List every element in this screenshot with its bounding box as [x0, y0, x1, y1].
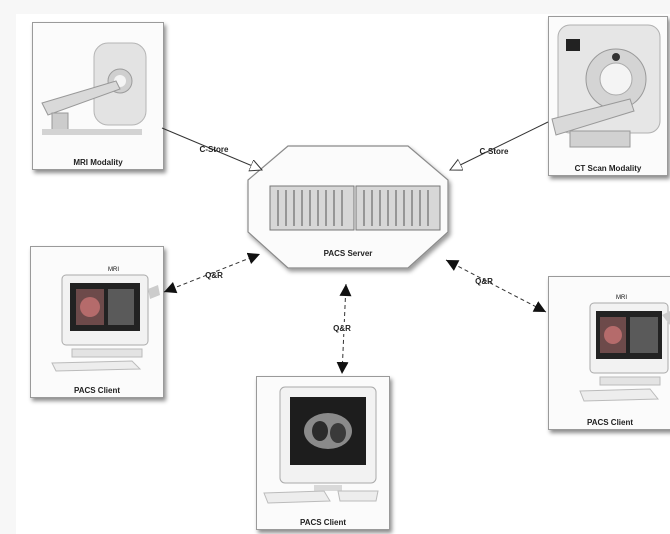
pacs-server-label: PACS Server [324, 249, 373, 258]
left-client-link [163, 252, 261, 294]
svg-text:MRI: MRI [108, 267, 119, 273]
server-rack-icon [269, 185, 441, 231]
mri-cstore-label: C-Store [200, 145, 229, 154]
ct-modality-label: CT Scan Modality [574, 164, 642, 173]
pacs-client-bottom-node: PACS Client [256, 376, 390, 530]
pacs-client-right-node: MRI PACS Client [548, 276, 670, 430]
left-qr-label: Q&R [205, 271, 223, 280]
svg-text:MRI: MRI [616, 295, 627, 301]
workstation-icon: MRI [579, 295, 670, 402]
mri-modality-label: MRI Modality [73, 158, 123, 167]
right-client-link [445, 259, 547, 313]
bottom-qr-label-bg [326, 322, 358, 334]
ct-scanner-icon [551, 24, 661, 148]
bottom-qr-label: Q&R [333, 324, 351, 333]
mri-modality-node: MRI Modality [32, 22, 164, 170]
pacs-client-bottom-label: PACS Client [299, 518, 347, 527]
pacs-client-left-node: MRI PACS Client [30, 246, 164, 398]
workstation-icon: MRI [51, 267, 160, 372]
pacs-client-left-label: PACS Client [73, 386, 121, 395]
mri-to-server-link [161, 127, 262, 170]
pacs-client-right-label: PACS Client [586, 418, 634, 427]
ct-modality-node: CT Scan Modality [548, 16, 668, 176]
ct-cstore-label: C-Store [480, 147, 509, 156]
right-qr-label: Q&R [475, 277, 493, 286]
mri-scanner-icon [41, 42, 147, 135]
workstation-icon [263, 386, 379, 504]
pacs-server-node: PACS Server [247, 145, 449, 269]
ct-to-server-link [450, 121, 549, 170]
